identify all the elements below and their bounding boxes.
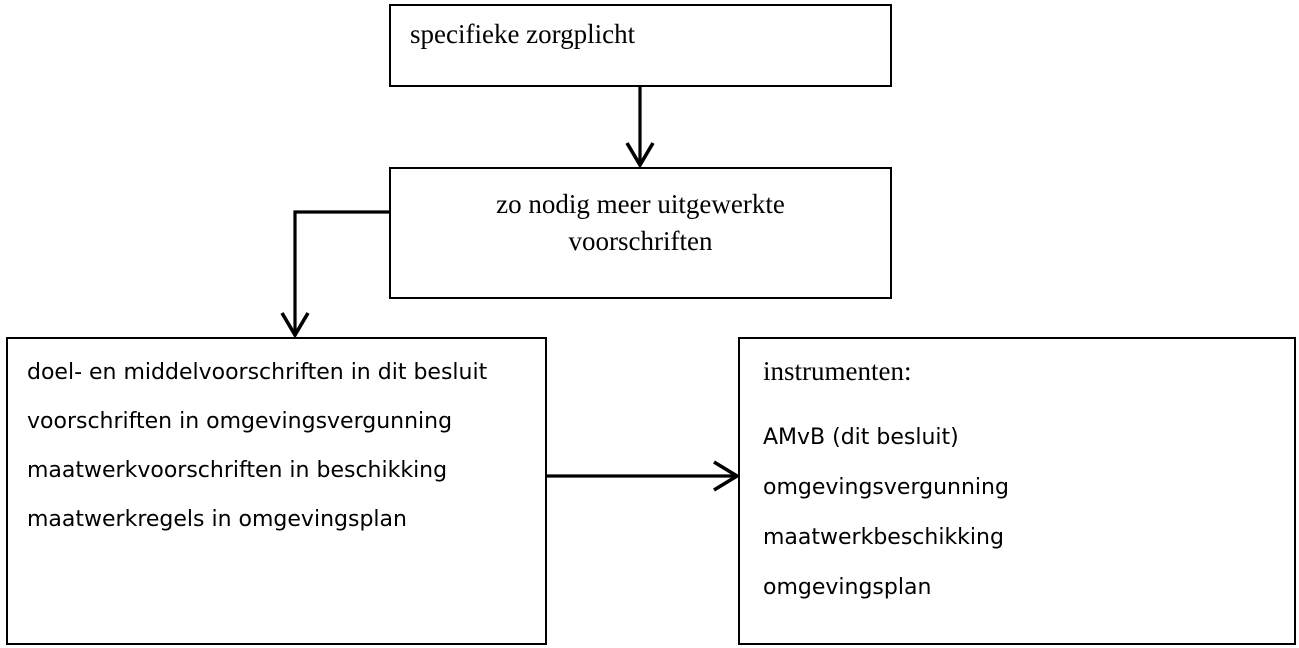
arrowhead-down [625,142,655,169]
edge-line [293,210,390,336]
arrowhead-right [713,460,741,492]
node-voorschriften-line-1: zo nodig meer uitgewerkte [496,189,785,219]
list-item: maatwerkregels in omgevingsplan [27,507,407,532]
list-item: AMvB (dit besluit) [763,425,959,450]
node-zorgplicht-line-1: specifieke zorgplicht [410,19,636,49]
list-item: omgevingsvergunning [763,475,1009,500]
list-item: maatwerkbeschikking [763,525,1004,550]
list-item: voorschriften in omgevingsvergunning [27,409,453,434]
node-instrumenten-heading: instrumenten: [763,356,912,386]
node-voorschriften-line-2: voorschriften [568,226,713,256]
node-specifieke-zorgplicht[interactable]: specifieke zorgplicht [389,4,892,87]
arrowhead-down [280,312,310,339]
list-item: doel- en middelvoorschriften in dit besl… [27,360,488,385]
list-item: maatwerkvoorschriften in beschikking [27,458,448,483]
node-uitgewerkte-voorschriften[interactable]: zo nodig meer uitgewerkte voorschriften [389,167,892,299]
list-item: omgevingsplan [763,575,932,600]
node-instrumenten[interactable]: instrumenten: AMvB (dit besluit) omgevin… [738,337,1296,645]
node-doel-en-middelvoorschriften[interactable]: doel- en middelvoorschriften in dit besl… [6,337,547,645]
